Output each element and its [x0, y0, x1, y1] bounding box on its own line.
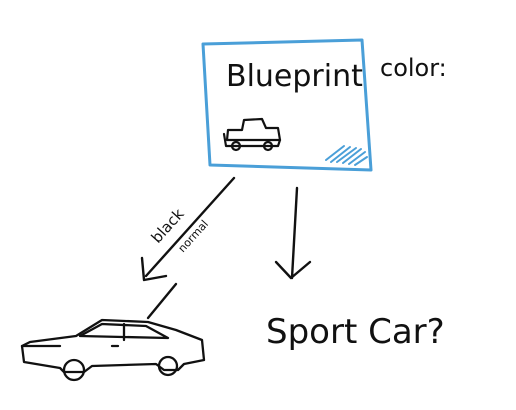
- blueprint-frame: [201, 38, 373, 172]
- blueprint-label: Blueprint: [226, 59, 363, 94]
- blueprint-box: Blueprint: [201, 38, 373, 172]
- arrow-down-left-icon: [140, 176, 236, 282]
- arrow-down-icon: [274, 186, 312, 280]
- blueprint-hatch: [325, 145, 368, 166]
- sedan-car-icon: [20, 318, 206, 382]
- sport-car-label: Sport Car?: [266, 312, 445, 352]
- connector-stroke: [146, 282, 178, 320]
- color-note: color:: [380, 54, 447, 82]
- small-car-icon: [222, 117, 282, 152]
